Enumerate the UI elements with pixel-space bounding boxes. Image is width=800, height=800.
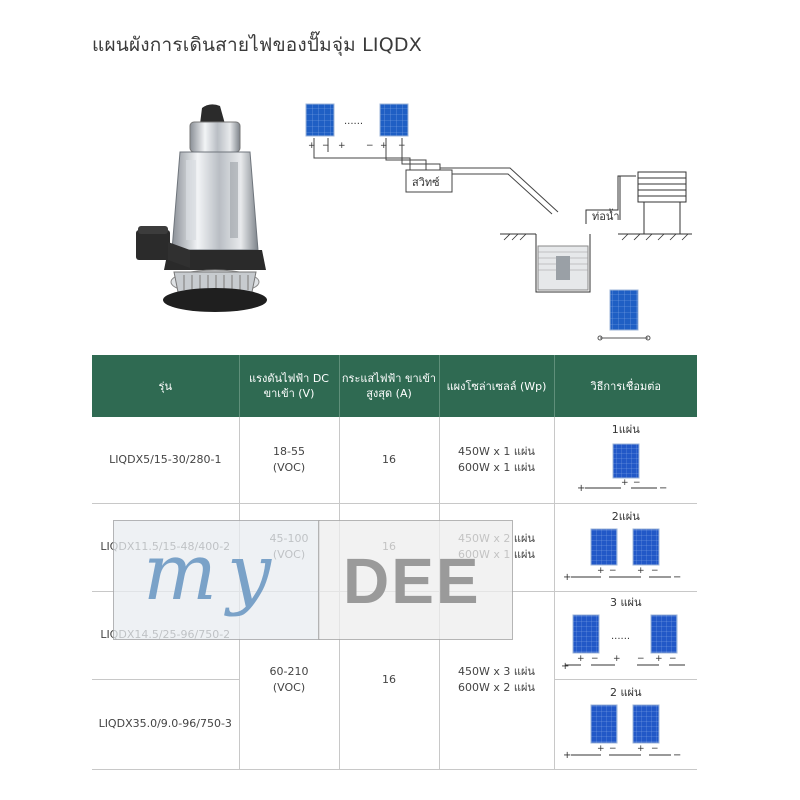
svg-text:+: + (621, 478, 629, 488)
svg-text:−: − (591, 654, 599, 664)
connection-3-panel-diagram: ...... + + − + − + − (561, 614, 685, 672)
table-row: LIQDX5/15-30/280-1 18-55(VOC) 16 450W x … (92, 417, 697, 504)
svg-text:+: + (577, 483, 585, 494)
voltage-cell: 18-55(VOC) (238, 417, 339, 504)
connection-label: 2 แผ่น (609, 685, 642, 699)
connection-cell: 3 แผ่น ...... + + − + − + − (553, 591, 697, 680)
svg-text:+: + (613, 654, 621, 664)
svg-text:−: − (609, 566, 617, 576)
header-model: รุ่น (92, 355, 239, 417)
voltage-cell: 45-100(VOC) (238, 503, 339, 592)
current-cell: 16 (338, 417, 439, 504)
svg-text:+: + (563, 572, 571, 583)
svg-text:+: + (597, 744, 605, 754)
svg-text:−: − (673, 572, 681, 583)
svg-text:−: − (651, 744, 659, 754)
page-title: แผนผังการเดินสายไฟของปั๊มจุ่ม LIQDX (92, 34, 422, 56)
table-row: LIQDX14.5/25-96/750-2 60-210(VOC) 16 450… (92, 591, 697, 770)
connection-cell: 2แผ่น + + − + − − (553, 503, 697, 592)
connection-1-panel-diagram: + + − − (577, 443, 667, 494)
connection-cell: 2 แผ่น + + − + − − (553, 679, 697, 770)
svg-text:+: + (637, 744, 645, 754)
connection-label: 1แผ่น (611, 423, 640, 437)
svg-text:−: − (669, 654, 677, 664)
solar-panel-icon (609, 289, 639, 331)
svg-text:+: + (561, 661, 569, 672)
svg-text:−: − (651, 566, 659, 576)
svg-text:+: + (308, 141, 316, 151)
svg-text:−: − (322, 141, 330, 151)
svg-text:+: + (338, 141, 346, 151)
solar-panel-icon (379, 103, 409, 137)
svg-text:−: − (659, 483, 667, 494)
pipe-label: ท่อน้ำ (592, 208, 620, 223)
dots-label: ...... (344, 116, 363, 127)
svg-text:+: + (577, 654, 585, 664)
svg-text:−: − (637, 654, 645, 664)
wiring-diagram: ...... + − + − + − สวิทซ์ ท่อน้ำ (305, 103, 692, 341)
table-row: LIQDX35.0/9.0-96/750-3 2 แผ่น + + − + − … (92, 679, 697, 770)
table-row: LIQDX11.5/15-48/400-2 45-100(VOC) 16 450… (92, 503, 697, 592)
svg-text:......: ...... (611, 631, 630, 642)
svg-text:−: − (366, 141, 374, 151)
svg-text:+: + (637, 566, 645, 576)
switch-box (405, 169, 453, 193)
spec-table: รุ่น แรงดันไฟฟ้า DC ขาเข้า (V) กระแสไฟฟ้… (92, 355, 697, 770)
switch-label: สวิทซ์ (412, 176, 440, 189)
model-cell: LIQDX35.0/9.0-96/750-3 (92, 679, 239, 770)
header-voltage: แรงดันไฟฟ้า DC ขาเข้า (V) (238, 355, 339, 417)
model-cell: LIQDX11.5/15-48/400-2 (92, 503, 239, 592)
svg-text:−: − (633, 478, 641, 488)
voltage-cell: 60-210(VOC) (238, 591, 339, 770)
connection-2-panel-diagram: + + − + − − (563, 528, 681, 583)
solar-panel-icon (305, 103, 335, 137)
model-cell: LIQDX5/15-30/280-1 (92, 417, 239, 504)
svg-text:−: − (673, 750, 681, 761)
header-connection: วิธีการเชื่อมต่อ (553, 355, 697, 417)
connection-label: 3 แผ่น (609, 595, 642, 609)
water-tank (637, 171, 687, 234)
connection-label: 2แผ่น (611, 509, 640, 523)
model-cell: LIQDX14.5/25-96/750-2 (92, 591, 239, 680)
connection-2-panel-parallel-diagram: + + − + − − (563, 704, 681, 761)
header-panel: แผงโซล่าเซลล์ (Wp) (438, 355, 554, 417)
svg-text:+: + (563, 750, 571, 761)
current-cell: 16 (338, 503, 439, 592)
pump-icon (556, 256, 570, 280)
svg-text:−: − (609, 744, 617, 754)
svg-text:+: + (597, 566, 605, 576)
current-cell: 16 (338, 591, 439, 770)
connection-cell: 1แผ่น + + − − (553, 417, 697, 504)
svg-text:+: + (655, 654, 663, 664)
svg-text:+: + (380, 141, 388, 151)
pump-image (136, 104, 267, 312)
header-current: กระแสไฟฟ้า ขาเข้าสูงสุด (A) (338, 355, 439, 417)
